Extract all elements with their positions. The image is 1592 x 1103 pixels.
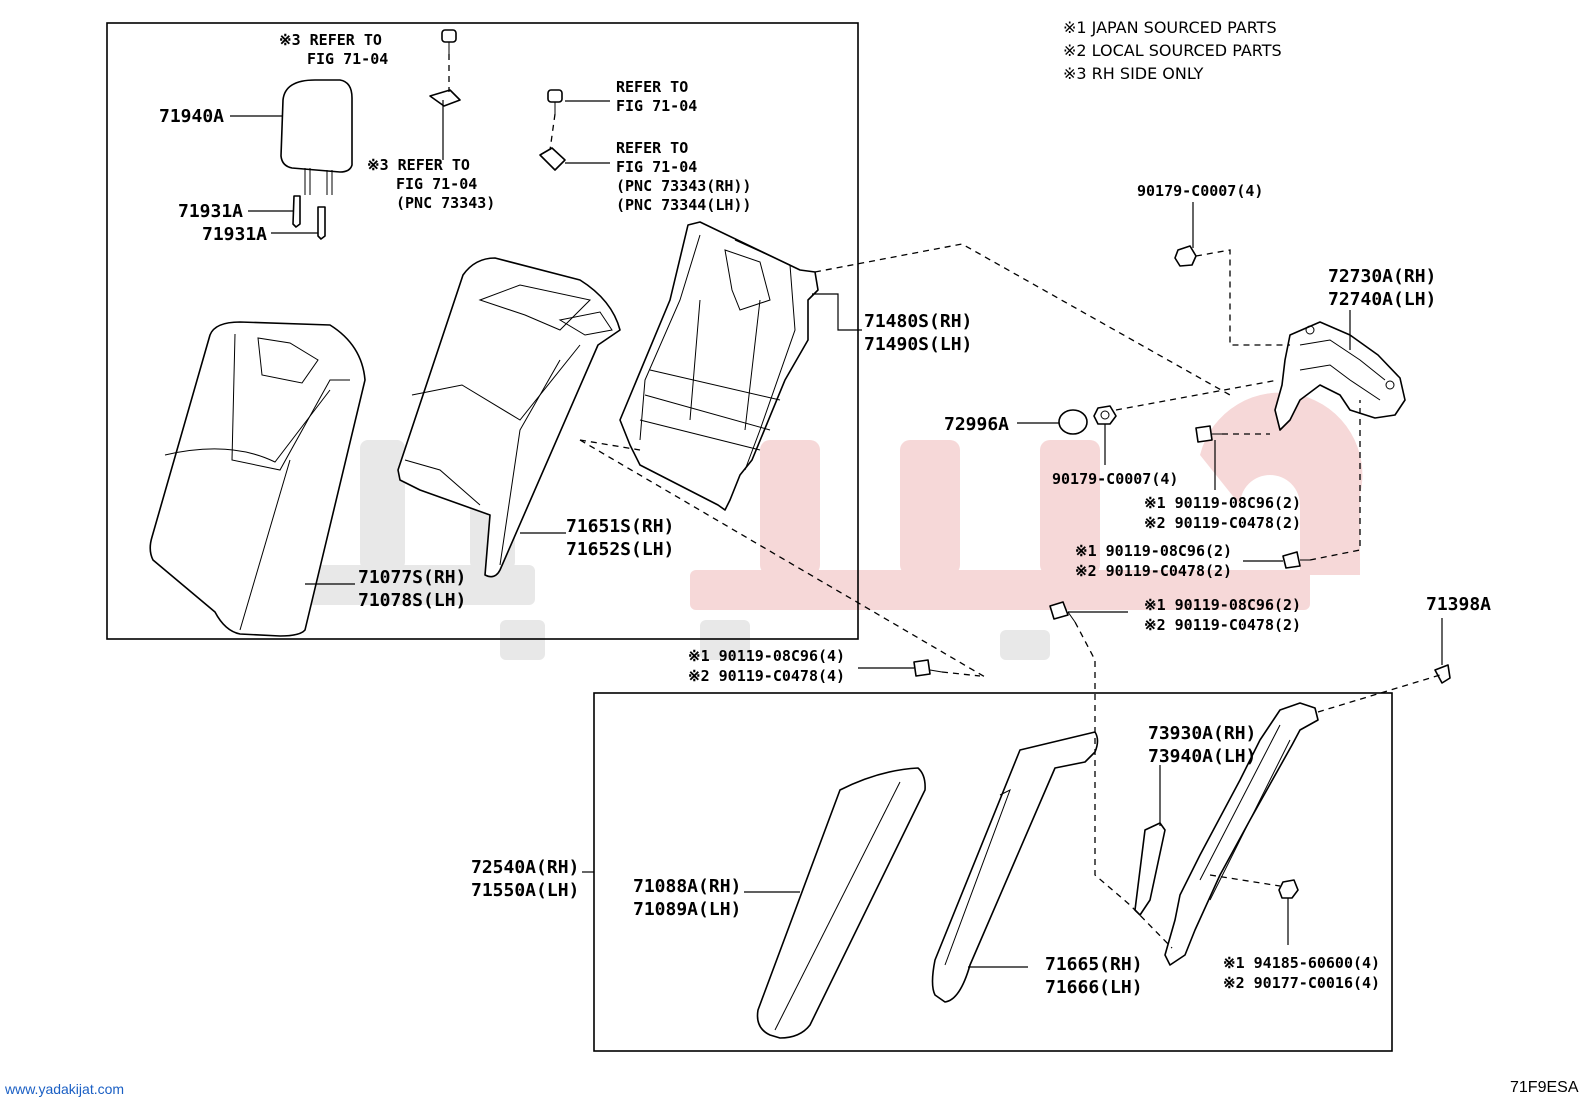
- bolt-b4-line2[interactable]: ※2 90119-C0478(4): [688, 667, 845, 685]
- part-71490S[interactable]: 71490S(LH): [864, 334, 972, 355]
- ref-b-line1: REFER TO: [616, 78, 688, 96]
- bolt-b5-line2[interactable]: ※2 90177-C0016(4): [1223, 974, 1380, 992]
- bolt-b3[interactable]: [1049, 601, 1076, 623]
- part-71550A[interactable]: 71550A(LH): [471, 880, 579, 901]
- part-71652S[interactable]: 71652S(LH): [566, 539, 674, 560]
- part-71665[interactable]: 71665(RH): [1045, 954, 1143, 975]
- refer-bracket-small[interactable]: [429, 89, 461, 107]
- ref-d-line2: FIG 71-04: [616, 158, 697, 176]
- ref-c-line3: (PNC 73343): [396, 194, 495, 212]
- bolt-b1[interactable]: [1195, 425, 1222, 443]
- part-71078S[interactable]: 71078S(LH): [358, 590, 466, 611]
- part-72540A[interactable]: 72540A(RH): [471, 857, 579, 878]
- part-71931A-1[interactable]: 71931A: [178, 201, 243, 222]
- part-90179-mid[interactable]: 90179-C0007(4): [1052, 470, 1178, 488]
- part-71398A[interactable]: 71398A: [1426, 594, 1491, 615]
- ref-c-line2: FIG 71-04: [396, 175, 477, 193]
- bolt-b2-line1[interactable]: ※1 90119-08C96(2): [1075, 542, 1232, 560]
- part-71089A[interactable]: 71089A(LH): [633, 899, 741, 920]
- part-73930A[interactable]: 73930A(RH): [1148, 723, 1256, 744]
- trim-73930A-part[interactable]: [1134, 822, 1166, 916]
- part-71666[interactable]: 71666(LH): [1045, 977, 1143, 998]
- ref-a-line2: FIG 71-04: [307, 50, 388, 68]
- ref-b-line2: FIG 71-04: [616, 97, 697, 115]
- part-71088A[interactable]: 71088A(RH): [633, 876, 741, 897]
- part-71931A-2[interactable]: 71931A: [202, 224, 267, 245]
- bolt-b3-line1[interactable]: ※1 90119-08C96(2): [1144, 596, 1301, 614]
- part-73940A[interactable]: 73940A(LH): [1148, 746, 1256, 767]
- figure-code: 71F9ESA: [1510, 1079, 1579, 1096]
- hinge-nut-top[interactable]: [1174, 245, 1197, 267]
- ref-c-line1: ※3 REFER TO: [367, 156, 470, 174]
- website-link[interactable]: www.yadakijat.com: [5, 1081, 125, 1097]
- headrest-support-pins[interactable]: [292, 195, 326, 240]
- bolt-b5-line1[interactable]: ※1 94185-60600(4): [1223, 954, 1380, 972]
- ref-a-line1: ※3 REFER TO: [279, 31, 382, 49]
- leader-lines: [230, 100, 1443, 968]
- note-local-sourced: ※2 LOCAL SOURCED PARTS: [1063, 41, 1282, 60]
- part-71651S[interactable]: 71651S(RH): [566, 516, 674, 537]
- part-72996A[interactable]: 72996A: [944, 414, 1009, 435]
- part-90179-top[interactable]: 90179-C0007(4): [1137, 182, 1263, 200]
- upper-assembly-frame: [106, 22, 859, 640]
- hinge-assembly-part[interactable]: [1274, 321, 1406, 431]
- bolt-b1-line2[interactable]: ※2 90119-C0478(2): [1144, 514, 1301, 532]
- part-72740A[interactable]: 72740A(LH): [1328, 289, 1436, 310]
- note-japan-sourced: ※1 JAPAN SOURCED PARTS: [1063, 18, 1277, 37]
- part-71077S[interactable]: 71077S(RH): [358, 567, 466, 588]
- headrest-part[interactable]: [280, 79, 353, 195]
- refer-bolt-mid[interactable]: [547, 89, 563, 114]
- cap-72996A[interactable]: [1058, 409, 1088, 435]
- part-71480S[interactable]: 71480S(RH): [864, 311, 972, 332]
- nut-94185[interactable]: [1278, 879, 1299, 899]
- bolt-b2-line2[interactable]: ※2 90119-C0478(2): [1075, 562, 1232, 580]
- armrest-pad-part[interactable]: [756, 767, 926, 1039]
- seatback-pad-part[interactable]: [149, 321, 366, 637]
- bracket-panel-part[interactable]: [1164, 702, 1319, 966]
- clip-71398A[interactable]: [1434, 664, 1451, 684]
- nut-90179-mid[interactable]: [1093, 405, 1117, 425]
- side-cover-part[interactable]: [931, 731, 1099, 1003]
- part-72730A[interactable]: 72730A(RH): [1328, 266, 1436, 287]
- bolt-b4[interactable]: [913, 659, 943, 677]
- part-71940A[interactable]: 71940A: [159, 106, 224, 127]
- bolt-b1-line1[interactable]: ※1 90119-08C96(2): [1144, 494, 1301, 512]
- refer-bolt-top[interactable]: [441, 29, 457, 54]
- refer-bracket-mid[interactable]: [539, 147, 566, 171]
- note-rh-only: ※3 RH SIDE ONLY: [1063, 64, 1204, 83]
- ref-d-line4: (PNC 73344(LH)): [616, 196, 751, 214]
- seatback-frame-part[interactable]: [619, 221, 819, 511]
- bolt-b2[interactable]: [1282, 551, 1310, 569]
- ref-d-line1: REFER TO: [616, 139, 688, 157]
- dashed-connections: [448, 54, 1441, 949]
- bolt-b3-line2[interactable]: ※2 90119-C0478(2): [1144, 616, 1301, 634]
- bolt-b4-line1[interactable]: ※1 90119-08C96(4): [688, 647, 845, 665]
- seatback-cover-part[interactable]: [397, 257, 621, 578]
- ref-d-line3: (PNC 73343(RH)): [616, 177, 751, 195]
